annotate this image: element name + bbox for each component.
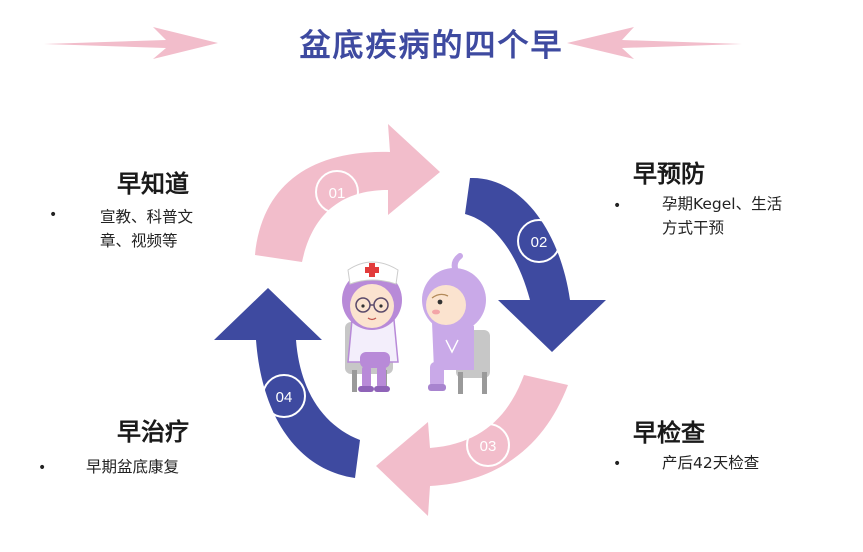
step-title-03: 早检查 bbox=[633, 419, 705, 447]
cycle-arrow-04 bbox=[214, 288, 360, 478]
step-title-01: 早知道 bbox=[117, 170, 189, 198]
step-desc-02-line-1: 孕期Kegel、生活 bbox=[662, 195, 783, 213]
step-badge-01: 01 bbox=[315, 170, 359, 214]
step-desc-03-line-1: 产后42天检查 bbox=[662, 454, 760, 472]
header-arrow-left bbox=[44, 27, 218, 59]
step-badge-04: 04 bbox=[262, 374, 306, 418]
page-title: 盆底疾病的四个早 bbox=[299, 28, 564, 64]
header-arrow-right bbox=[567, 27, 742, 59]
cycle-arrow-02 bbox=[465, 177, 606, 352]
bullet-01: • bbox=[49, 207, 58, 223]
step-desc-03: 产后42天检查 bbox=[662, 451, 759, 475]
step-desc-02: 孕期Kegel、生活 方式干预 bbox=[662, 192, 782, 240]
step-desc-04-line-1: 早期盆底康复 bbox=[86, 458, 180, 476]
cycle-arrow-03 bbox=[376, 375, 568, 516]
step-number-01: 01 bbox=[329, 185, 346, 202]
step-desc-01-line-1: 宣教、科普文 bbox=[100, 208, 194, 226]
step-desc-02-line-2: 方式干预 bbox=[662, 219, 725, 237]
bullet-04: • bbox=[38, 460, 47, 476]
step-title-04: 早治疗 bbox=[117, 418, 189, 446]
cycle-arrow-01 bbox=[255, 124, 440, 262]
step-desc-01-line-2: 章、视频等 bbox=[100, 232, 178, 250]
bullet-03: • bbox=[613, 456, 622, 472]
step-badge-03: 03 bbox=[466, 423, 510, 467]
step-number-03: 03 bbox=[480, 438, 497, 455]
step-badge-02: 02 bbox=[517, 219, 561, 263]
step-number-02: 02 bbox=[531, 234, 548, 251]
nurse-illustration bbox=[342, 261, 402, 392]
bullet-02: • bbox=[613, 198, 622, 214]
patient-illustration bbox=[422, 253, 490, 394]
step-number-04: 04 bbox=[276, 389, 293, 406]
step-title-02: 早预防 bbox=[633, 160, 705, 188]
step-desc-04: 早期盆底康复 bbox=[86, 455, 179, 479]
step-desc-01: 宣教、科普文 章、视频等 bbox=[100, 205, 193, 253]
